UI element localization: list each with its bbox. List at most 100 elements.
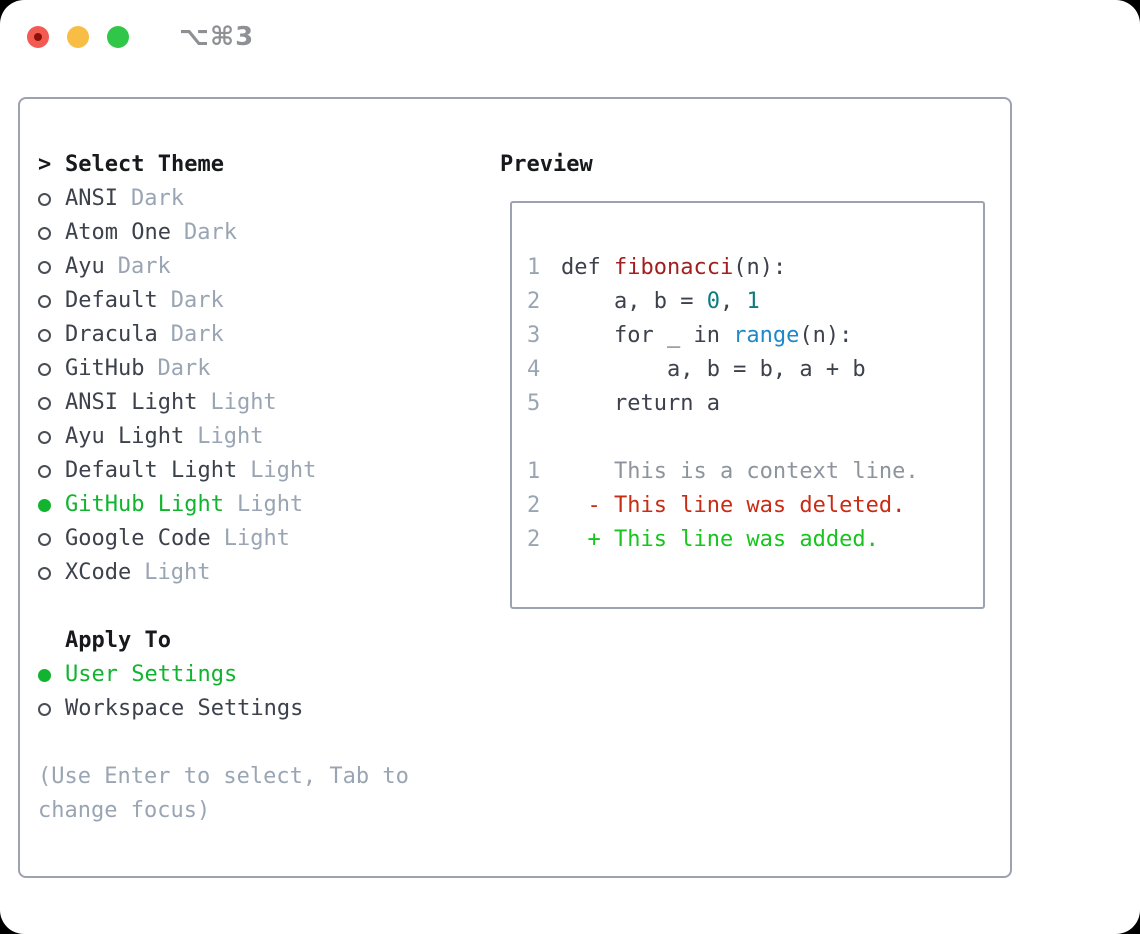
radio-unselected-icon xyxy=(38,566,51,580)
code-preview: 1 def fibonacci(n): 2 a, b = 0, 1 3 for _ i… xyxy=(512,203,983,557)
theme-option-label: Ayu xyxy=(65,254,105,279)
radio-unselected-icon xyxy=(38,362,51,376)
theme-option-dracula[interactable]: Dracula Dark xyxy=(38,318,478,352)
code-line xyxy=(527,421,983,455)
code-line: 4 a, b = b, a + b xyxy=(527,353,983,387)
window-shortcut-label: ⌥⌘3 xyxy=(179,22,255,52)
theme-variant-tag: Dark xyxy=(157,356,211,381)
theme-variant-tag: Light xyxy=(223,526,290,551)
theme-option-atom-one[interactable]: Atom One Dark xyxy=(38,216,478,250)
apply-option-user-settings[interactable]: User Settings xyxy=(38,658,478,692)
radio-unselected-icon xyxy=(38,294,51,308)
theme-option-ansi-light[interactable]: ANSI Light Light xyxy=(38,386,478,420)
select-theme-title: Select Theme xyxy=(65,152,224,177)
radio-cell xyxy=(38,396,65,410)
radio-unselected-icon xyxy=(38,328,51,342)
theme-option-ayu-light[interactable]: Ayu Light Light xyxy=(38,420,478,454)
line-number xyxy=(527,421,553,455)
help-text: (Use Enter to select, Tab to change focu… xyxy=(38,764,409,823)
code-line: 2 a, b = 0, 1 xyxy=(527,285,983,319)
theme-option-label: XCode xyxy=(65,560,132,585)
code-line: 2 + This line was added. xyxy=(527,523,983,557)
apply-option-label: Workspace Settings xyxy=(65,696,304,721)
titlebar: ⌥⌘3 xyxy=(27,22,255,52)
code-line-content: a, b = 0, 1 xyxy=(561,289,760,314)
theme-variant-tag: Light xyxy=(210,390,277,415)
apply-option-label: User Settings xyxy=(65,662,238,687)
radio-cell xyxy=(38,362,65,376)
radio-cell xyxy=(38,532,65,546)
code-line: 1 def fibonacci(n): xyxy=(527,251,983,285)
code-line-content: - This line was deleted. xyxy=(561,493,906,518)
radio-unselected-icon xyxy=(38,702,51,716)
radio-selected-icon xyxy=(38,498,51,512)
radio-selected-icon xyxy=(38,668,51,682)
theme-option-label: ANSI xyxy=(65,186,118,211)
theme-option-label: Ayu Light xyxy=(65,424,185,449)
radio-cell xyxy=(38,192,65,206)
line-number: 2 xyxy=(527,493,541,518)
line-number: 4 xyxy=(527,357,541,382)
code-line-content: + This line was added. xyxy=(561,527,879,552)
theme-variant-tag: Dark xyxy=(170,288,224,313)
theme-variant-tag: Dark xyxy=(170,322,224,347)
theme-variant-tag: Light xyxy=(250,458,317,483)
apply-option-workspace-settings[interactable]: Workspace Settings xyxy=(38,692,478,726)
code-line-content: return a xyxy=(561,391,720,416)
radio-cell xyxy=(38,702,65,716)
radio-cell xyxy=(38,328,65,342)
theme-option-ansi[interactable]: ANSI Dark xyxy=(38,182,478,216)
radio-unselected-icon xyxy=(38,532,51,546)
select-theme-heading: > Select Theme xyxy=(38,148,478,182)
code-line-content: for _ in range(n): xyxy=(561,323,853,348)
code-line: 1 This is a context line. xyxy=(527,455,983,489)
theme-option-label: ANSI Light xyxy=(65,390,198,415)
line-number: 1 xyxy=(527,459,541,484)
code-line-content: def fibonacci(n): xyxy=(561,255,787,280)
theme-option-label: Default Light xyxy=(65,458,238,483)
apply-to-title: Apply To xyxy=(65,628,171,653)
zoom-button[interactable] xyxy=(107,26,129,48)
radio-unselected-icon xyxy=(38,464,51,478)
theme-variant-tag: Light xyxy=(236,492,304,517)
code-line: 2 - This line was deleted. xyxy=(527,489,983,523)
radio-cell xyxy=(38,226,65,240)
radio-cell xyxy=(38,294,65,308)
radio-cell xyxy=(38,498,65,512)
radio-cell xyxy=(38,464,65,478)
theme-option-label: Dracula xyxy=(65,322,158,347)
theme-option-ayu[interactable]: Ayu Dark xyxy=(38,250,478,284)
minimize-button[interactable] xyxy=(67,26,89,48)
theme-option-label: Atom One xyxy=(65,220,171,245)
theme-variant-tag: Dark xyxy=(130,186,184,211)
theme-variant-tag: Dark xyxy=(183,220,237,245)
theme-variant-tag: Dark xyxy=(117,254,171,279)
line-number: 3 xyxy=(527,323,541,348)
line-number: 1 xyxy=(527,255,541,280)
radio-unselected-icon xyxy=(38,396,51,410)
theme-variant-tag: Light xyxy=(197,424,264,449)
close-button[interactable] xyxy=(27,26,49,48)
radio-unselected-icon xyxy=(38,430,51,444)
preview-title: Preview xyxy=(500,152,593,177)
radio-cell xyxy=(38,430,65,444)
radio-unselected-icon xyxy=(38,260,51,274)
radio-cell xyxy=(38,668,65,682)
close-dot-icon xyxy=(34,33,42,41)
radio-unselected-icon xyxy=(38,192,51,206)
theme-option-github-light[interactable]: GitHub Light Light xyxy=(38,488,478,522)
theme-option-default-light[interactable]: Default Light Light xyxy=(38,454,478,488)
preview-box: 1 def fibonacci(n): 2 a, b = 0, 1 3 for _ i… xyxy=(510,201,985,609)
theme-option-label: GitHub Light xyxy=(65,492,224,517)
line-number: 5 xyxy=(527,391,541,416)
radio-cell xyxy=(38,260,65,274)
line-number: 2 xyxy=(527,289,541,314)
